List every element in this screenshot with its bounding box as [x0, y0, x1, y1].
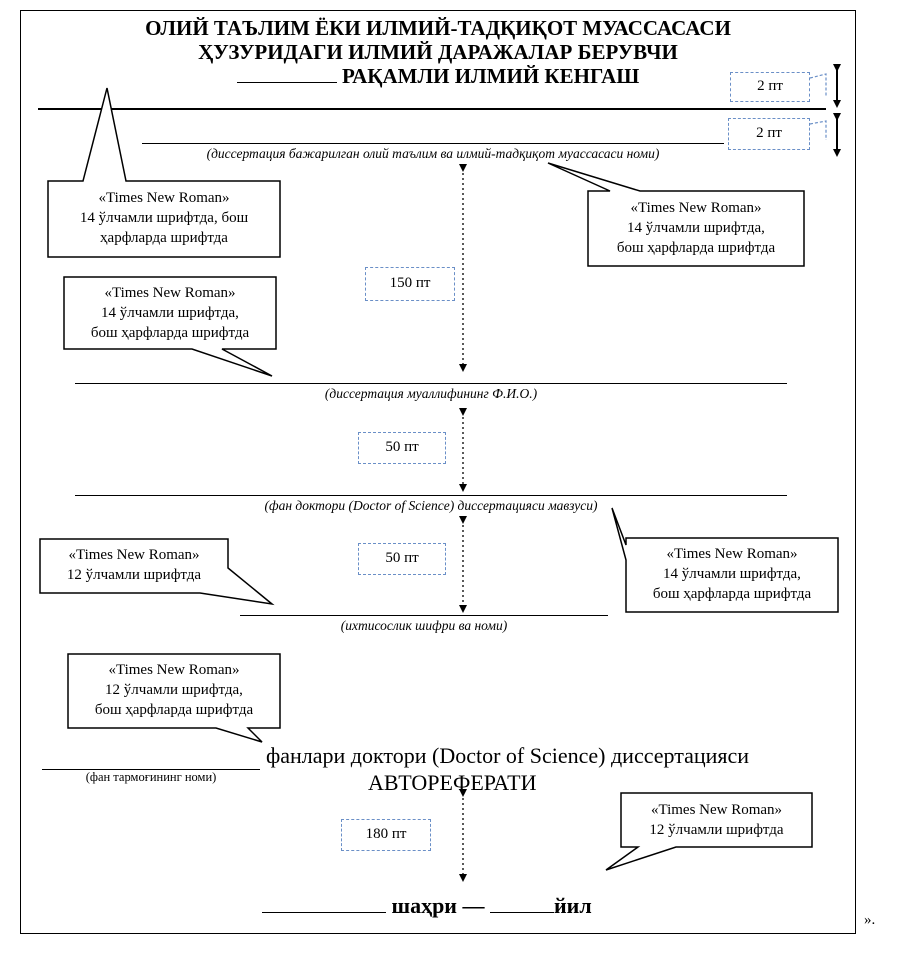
callout-7-line-2: 12 ўлчамли шрифтда — [649, 822, 784, 838]
callout-5-line-2: 14 ўлчамли шрифтда, — [663, 566, 801, 582]
callout-4-shape — [39, 538, 275, 606]
main-text-line-2: АВТОРЕФЕРАТИ — [368, 770, 537, 795]
callout-6-line-3: бош ҳарфларда шрифтда — [94, 702, 254, 718]
topic-line[interactable] — [75, 495, 787, 496]
callout-5-line-3: бош ҳарфларда шрифтда — [652, 586, 812, 602]
callout-1-shape — [47, 87, 281, 258]
callout-6-shape — [67, 653, 281, 743]
callout-3-text: «Times New Roman» 14 ўлчамли шрифтда, бо… — [66, 283, 274, 343]
callout-4-text: «Times New Roman» 12 ўлчамли шрифтда — [42, 545, 226, 585]
city-year-line: шаҳри — йил — [262, 893, 592, 919]
callout-2-shape — [547, 162, 805, 267]
callout-7-shape — [605, 792, 813, 871]
callout-1-line-2: 14 ўлчамли шрифтда, бош — [79, 210, 249, 226]
spacing-box-50a: 50 пт — [358, 432, 446, 464]
field-line[interactable] — [42, 769, 260, 770]
callout-1-line-1: «Times New Roman» — [98, 190, 230, 206]
main-text-line-1: фанлари доктори (Doctor of Science) дисс… — [266, 743, 750, 768]
trailing-text: ». — [864, 912, 876, 928]
callout-4-line-1: «Times New Roman» — [68, 547, 200, 563]
spacing-box-180: 180 пт — [341, 819, 431, 851]
callout-2-line-1: «Times New Roman» — [630, 200, 762, 216]
callout-3-line-3: бош ҳарфларда шрифтда — [90, 325, 250, 341]
header-line-3: РАҚАМЛИ ИЛМИЙ КЕНГАШ — [20, 64, 856, 88]
callout-2-line-3: бош ҳарфларда шрифтда — [616, 240, 776, 256]
callout-6-line-2: 12 ўлчамли шрифтда, — [105, 682, 243, 698]
callout-5-text: «Times New Roman» 14 ўлчамли шрифтда, бо… — [628, 544, 836, 604]
header-line-2: ҲУЗУРИДАГИ ИЛМИЙ ДАРАЖАЛАР БЕРУВЧИ — [198, 40, 678, 64]
callout-3-line-1: «Times New Roman» — [104, 285, 236, 301]
callout-4-line-2: 12 ўлчамли шрифтда — [66, 567, 202, 583]
callout-2-line-2: 14 ўлчамли шрифтда, — [627, 220, 765, 236]
callout-5-line-1: «Times New Roman» — [666, 546, 798, 562]
callout-7-text: «Times New Roman» 12 ўлчамли шрифтда — [623, 800, 810, 840]
council-number-blank[interactable] — [236, 82, 337, 83]
callout-1-line-3: ҳарфларда шрифтда — [100, 230, 228, 246]
callout-3-line-2: 14 ўлчамли шрифтда, — [101, 305, 239, 321]
callout-7-line-1: «Times New Roman» — [650, 802, 783, 818]
institution-caption: (диссертация бажарилган олий таълим ва и… — [206, 146, 660, 161]
author-caption: (диссертация муаллифининг Ф.И.О.) — [324, 386, 538, 401]
callout-2-text: «Times New Roman» 14 ўлчамли шрифтда, бо… — [590, 198, 802, 258]
topic-caption: (фан доктори (Doctor of Science) диссерт… — [264, 498, 598, 513]
author-line[interactable] — [75, 383, 787, 384]
council-title: РАҚАМЛИ ИЛМИЙ КЕНГАШ — [341, 64, 640, 88]
spacing-box-150: 150 пт — [365, 267, 455, 301]
city-blank[interactable] — [262, 912, 386, 913]
spacing-box-top2: 2 пт — [728, 118, 810, 150]
year-label: йил — [553, 893, 592, 918]
city-label: шаҳри — — [391, 893, 485, 918]
field-caption: (фан тармоғининг номи) — [85, 770, 217, 784]
callout-1-text: «Times New Roman» 14 ўлчамли шрифтда, бо… — [50, 188, 278, 248]
header-line-1: ОЛИЙ ТАЪЛИМ ЁКИ ИЛМИЙ-ТАДҚИҚОТ МУАССАСАС… — [145, 16, 731, 40]
spacing-box-top1: 2 пт — [730, 72, 810, 102]
callout-6-text: «Times New Roman» 12 ўлчамли шрифтда, бо… — [70, 660, 278, 720]
specialty-caption: (ихтисослик шифри ва номи) — [340, 618, 508, 633]
header-separator — [38, 108, 826, 110]
callout-6-line-1: «Times New Roman» — [108, 662, 240, 678]
specialty-line[interactable] — [240, 615, 608, 616]
year-blank[interactable] — [489, 912, 554, 913]
institution-line[interactable] — [142, 143, 724, 144]
spacing-box-50b: 50 пт — [358, 543, 446, 575]
page-frame — [20, 10, 856, 934]
callout-3-shape — [63, 276, 277, 377]
callout-5-shape — [611, 507, 839, 613]
